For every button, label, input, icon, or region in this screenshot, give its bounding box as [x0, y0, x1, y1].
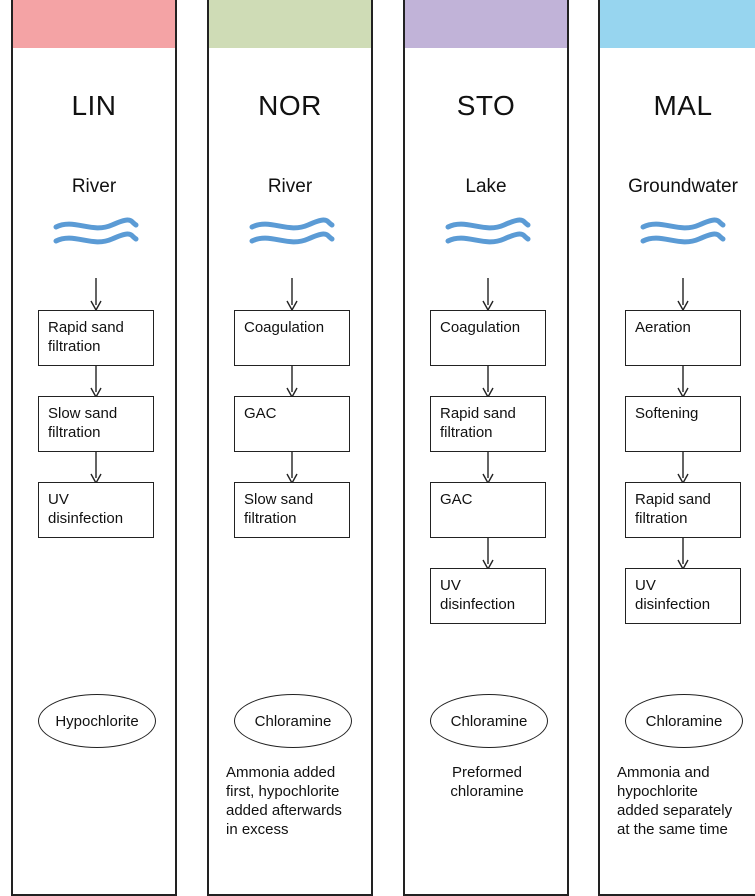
treatment-step: Slow sand filtration [234, 482, 350, 538]
note-line: added afterwards [226, 802, 342, 819]
plant-code: STO [456, 90, 516, 121]
treatment-step: Aeration [625, 310, 741, 366]
disinfectant-ellipse: Chloramine [234, 694, 352, 748]
color-bar [209, 0, 371, 48]
arrow-icon [677, 537, 689, 570]
plant-column-lin: LIN River Rapid sand filtration Slow san… [11, 0, 177, 896]
arrow-icon [286, 278, 298, 311]
note-line: Ammonia and [617, 764, 710, 781]
note-line: chloramine [450, 783, 524, 800]
step-label-line2: disinfection [48, 510, 124, 527]
step-label-line1: Softening [635, 405, 699, 422]
plant-column-mal: MAL Groundwater Aeration Softening Rapid… [598, 0, 755, 896]
arrow-icon [286, 451, 298, 484]
treatment-step: GAC [430, 482, 546, 538]
water-source: River [267, 176, 313, 197]
water-source: Groundwater [628, 176, 738, 197]
plant-code: LIN [71, 90, 117, 121]
arrow-icon [677, 365, 689, 398]
color-bar [600, 0, 755, 48]
arrow-icon [482, 451, 494, 484]
step-label-line2: disinfection [635, 596, 711, 613]
disinfectant-ellipse: Chloramine [625, 694, 743, 748]
step-label-line1: UV [635, 577, 656, 594]
arrow-icon [482, 537, 494, 570]
arrow-icon [286, 365, 298, 398]
water-source: River [71, 176, 117, 197]
step-label-line1: Rapid sand [635, 491, 711, 508]
treatment-step: UV disinfection [430, 568, 546, 624]
arrow-icon [90, 451, 102, 484]
step-label-line2: filtration [440, 424, 493, 441]
water-wave-icon [249, 217, 335, 245]
step-label-line2: filtration [48, 338, 101, 355]
treatment-step: UV disinfection [38, 482, 154, 538]
treatment-step: Coagulation [234, 310, 350, 366]
note-line: in excess [226, 821, 289, 838]
color-bar [405, 0, 567, 48]
step-label-line1: Slow sand [244, 491, 314, 508]
water-wave-icon [445, 217, 531, 245]
treatment-step: Coagulation [430, 310, 546, 366]
step-label-line1: Rapid sand [48, 319, 124, 336]
step-label-line1: Rapid sand [440, 405, 516, 422]
step-label-line1: Coagulation [244, 319, 325, 336]
plant-code: NOR [258, 90, 322, 121]
step-label-line2: filtration [244, 510, 297, 527]
treatment-step: Rapid sand filtration [625, 482, 741, 538]
step-label-line2: filtration [48, 424, 101, 441]
arrow-icon [90, 365, 102, 398]
step-label-line2: filtration [635, 510, 688, 527]
step-label-line1: Coagulation [440, 319, 521, 336]
disinfectant-ellipse: Chloramine [430, 694, 548, 748]
arrow-icon [677, 278, 689, 311]
note-line: added separately [617, 802, 733, 819]
dosing-note: Preformed chloramine [410, 763, 564, 801]
dosing-note: Ammonia and hypochlorite added separatel… [617, 763, 755, 839]
note-line: at the same time [617, 821, 728, 838]
plant-column-nor: NOR River Coagulation GAC Slow sand filt… [207, 0, 373, 896]
color-bar [13, 0, 175, 48]
arrow-icon [90, 278, 102, 311]
step-label-line1: GAC [244, 405, 277, 422]
treatment-step: Rapid sand filtration [430, 396, 546, 452]
water-wave-icon [53, 217, 139, 245]
plant-code: MAL [653, 90, 713, 121]
arrow-icon [482, 278, 494, 311]
treatment-step: Rapid sand filtration [38, 310, 154, 366]
water-source: Lake [465, 176, 507, 197]
arrow-icon [482, 365, 494, 398]
dosing-note: Ammonia added first, hypochlorite added … [226, 763, 372, 839]
plant-column-sto: STO Lake Coagulation Rapid sand filtrati… [403, 0, 569, 896]
note-line: Preformed [451, 764, 523, 781]
note-line: first, hypochlorite [226, 783, 340, 800]
arrow-icon [677, 451, 689, 484]
treatment-step: GAC [234, 396, 350, 452]
note-line: Ammonia added [226, 764, 336, 781]
treatment-step: Softening [625, 396, 741, 452]
note-line: hypochlorite [617, 783, 698, 800]
step-label-line1: Aeration [635, 319, 691, 336]
disinfectant-ellipse: Hypochlorite [38, 694, 156, 748]
water-wave-icon [640, 217, 726, 245]
step-label-line2: disinfection [440, 596, 516, 613]
step-label-line1: GAC [440, 491, 473, 508]
treatment-step: UV disinfection [625, 568, 741, 624]
step-label-line1: UV [440, 577, 461, 594]
step-label-line1: Slow sand [48, 405, 118, 422]
step-label-line1: UV [48, 491, 69, 508]
treatment-step: Slow sand filtration [38, 396, 154, 452]
